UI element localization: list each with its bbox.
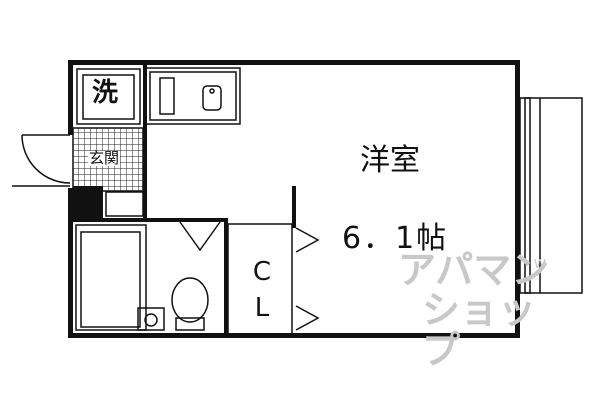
closet-doors: [295, 227, 320, 331]
laundry-area: [76, 68, 141, 125]
closet-label: CL: [252, 257, 272, 323]
bathroom-door: [179, 221, 221, 252]
entrance-label: 玄関: [88, 149, 121, 167]
main-room-label: 洋室: [360, 143, 420, 178]
balcony: [519, 97, 583, 294]
entrance-tiles: [72, 127, 144, 218]
watermark-line1: アパマン: [398, 248, 550, 292]
watermark-line2: ショップ: [422, 288, 537, 372]
laundry-label: 洗: [92, 78, 119, 108]
bathtub: [75, 224, 147, 331]
kitchen-counter: [145, 67, 241, 125]
watermark-mark: W: [534, 257, 546, 271]
entry-door: [12, 134, 71, 187]
toilet: [171, 277, 209, 331]
watermark: アパマン ショップ W: [398, 248, 568, 370]
interior-walls: [68, 65, 296, 335]
main-room-size: 6．1帖: [342, 221, 449, 256]
outer-walls: [68, 60, 520, 338]
closet: [227, 223, 293, 335]
washbasin: [137, 307, 165, 331]
